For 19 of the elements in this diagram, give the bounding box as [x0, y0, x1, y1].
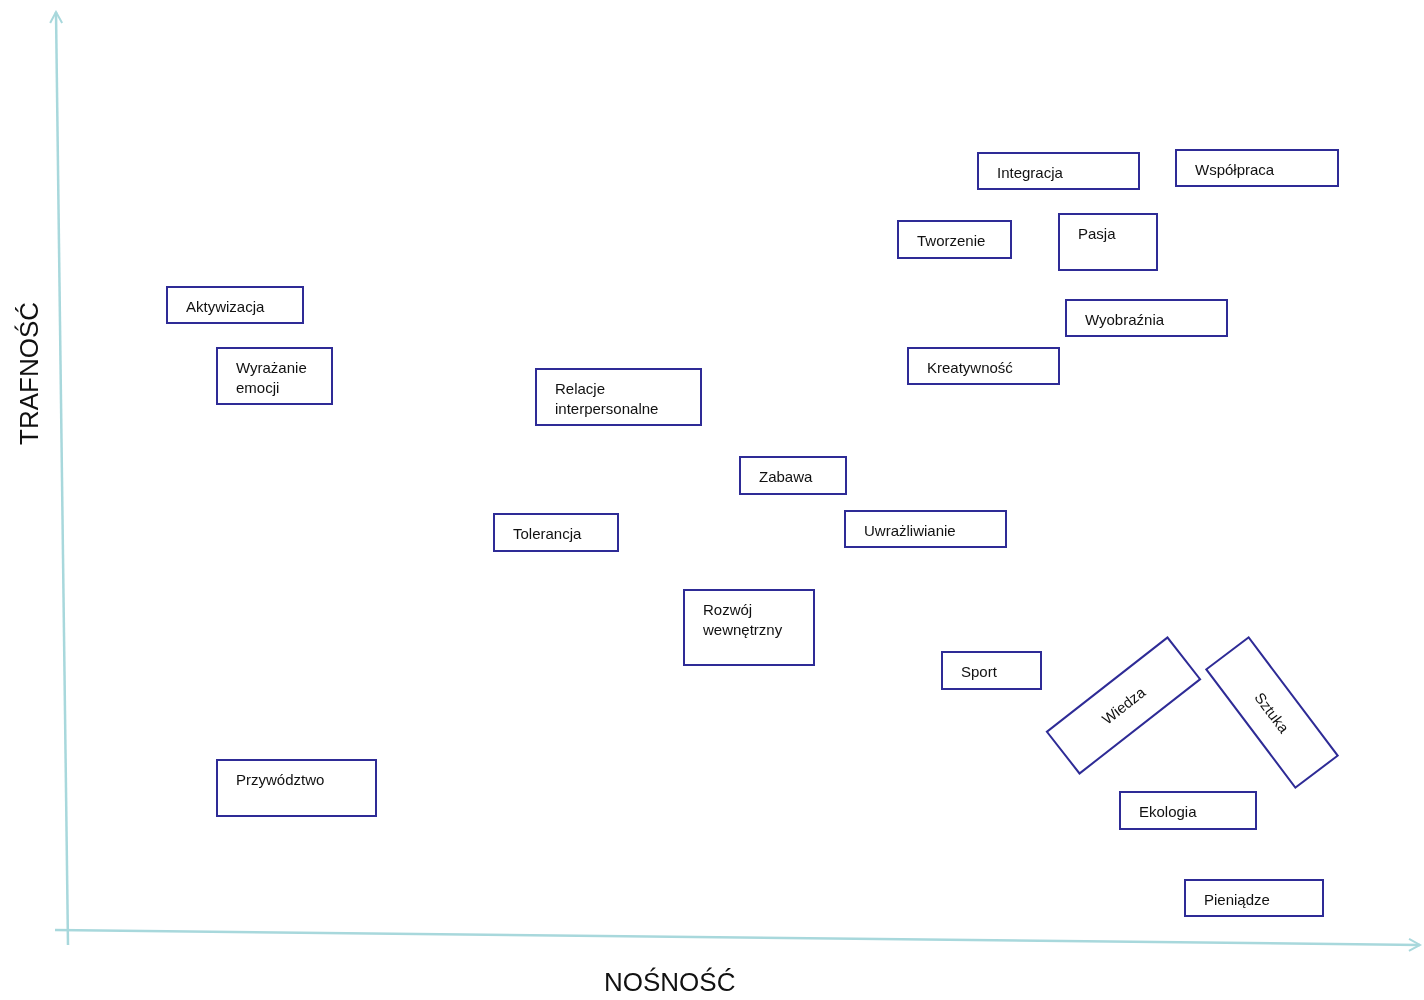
concept-box: Pieniądze — [1184, 879, 1324, 917]
axis-title: TRAFNOŚĆ — [13, 302, 45, 445]
concept-box: Ekologia — [1119, 791, 1257, 830]
concept-box: Wyrażanie emocji — [216, 347, 333, 405]
concept-box: Rozwój wewnętrzny — [683, 589, 815, 666]
concept-box: Przywództwo — [216, 759, 377, 817]
axis-title: NOŚNOŚĆ — [604, 966, 736, 998]
concept-box: Wyobraźnia — [1065, 299, 1228, 337]
concept-box: Tworzenie — [897, 220, 1012, 259]
concept-box: Relacje interpersonalne — [535, 368, 702, 426]
concept-box: Uwrażliwianie — [844, 510, 1007, 548]
concept-box: Aktywizacja — [166, 286, 304, 324]
concept-box: Sport — [941, 651, 1042, 690]
concept-box: Zabawa — [739, 456, 847, 495]
concept-box: Pasja — [1058, 213, 1158, 271]
concept-box: Współpraca — [1175, 149, 1339, 187]
concept-box: Tolerancja — [493, 513, 619, 552]
concept-box: Kreatywność — [907, 347, 1060, 385]
concept-box: Integracja — [977, 152, 1140, 190]
